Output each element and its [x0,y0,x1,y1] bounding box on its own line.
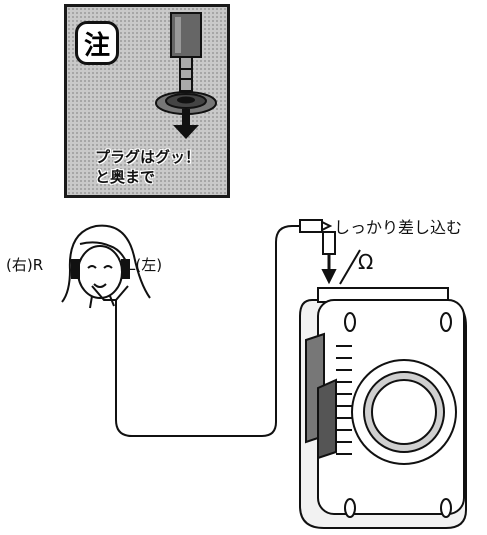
cassette-player [299,287,467,529]
plug-insertion-icon [155,12,217,139]
caution-line-2: と奥まで [95,168,156,186]
caution-symbol: 注 [75,21,119,65]
insert-firmly-label: しっかり差し込む [334,218,463,237]
caution-text: プラグはグッ！ と奥まで [95,147,200,187]
earphone-cable [91,225,300,437]
right-channel-label: (右)R [6,256,44,274]
caution-line-1: プラグはグッ！ [95,148,201,166]
listener-head [61,224,151,309]
headphone-symbol: Ω [358,250,374,274]
jack-pointer-line [339,249,361,285]
headphone-plug [299,219,337,285]
caution-inset: 注 プラグはグッ！ と奥まで [64,4,230,198]
